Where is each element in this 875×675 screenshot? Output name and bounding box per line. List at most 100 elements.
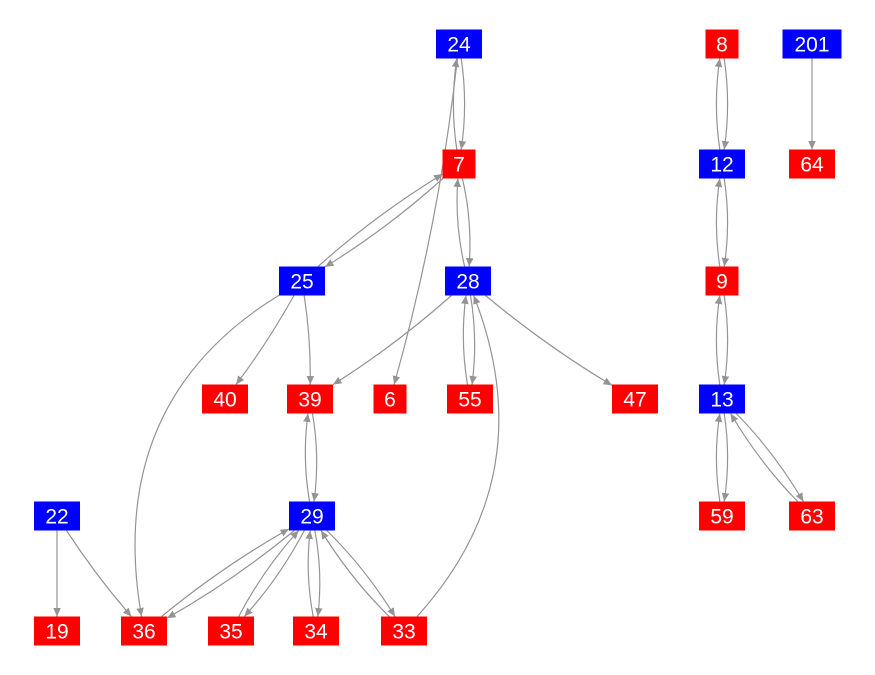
graph-node-13: 13 xyxy=(699,384,745,414)
graph-node-35: 35 xyxy=(208,616,254,646)
graph-node-34: 34 xyxy=(293,616,339,646)
graph-node-33: 33 xyxy=(381,616,427,646)
graph-edge-36-29 xyxy=(161,528,290,617)
graph-node-6: 6 xyxy=(373,384,407,414)
node-box-47 xyxy=(612,384,658,414)
graph-node-7: 7 xyxy=(442,149,476,179)
graph-edge-28-47 xyxy=(485,295,613,386)
node-label-59: 59 xyxy=(710,506,733,529)
node-label-9: 9 xyxy=(716,271,728,294)
graph-edge-25-7 xyxy=(317,173,443,267)
node-label-63: 63 xyxy=(800,506,823,529)
node-label-25: 25 xyxy=(290,271,313,294)
graph-edge-25-40 xyxy=(235,295,295,385)
graph-edge-39-29 xyxy=(311,413,319,502)
graph-edge-29-33 xyxy=(326,530,396,617)
node-label-28: 28 xyxy=(456,271,479,294)
graph-edge-29-39 xyxy=(303,413,311,502)
graph-edge-7-25 xyxy=(324,178,444,268)
node-box-13 xyxy=(699,384,745,414)
node-label-33: 33 xyxy=(392,621,415,644)
node-box-35 xyxy=(208,616,254,646)
node-label-24: 24 xyxy=(447,34,471,57)
node-box-19 xyxy=(34,616,80,646)
graph-edge-25-39 xyxy=(303,295,315,385)
node-label-40: 40 xyxy=(213,389,236,412)
graph-edge-63-13 xyxy=(730,413,799,502)
graph-edge-13-63 xyxy=(735,413,804,502)
node-box-40 xyxy=(202,384,248,414)
graph-node-29: 29 xyxy=(289,501,335,531)
graph-node-40: 40 xyxy=(202,384,248,414)
graph-node-201: 201 xyxy=(782,29,842,59)
graph-node-28: 28 xyxy=(445,266,491,296)
graph-node-63: 63 xyxy=(789,501,835,531)
graph-node-36: 36 xyxy=(121,616,167,646)
node-label-39: 39 xyxy=(298,389,321,412)
graph-edge-29-34 xyxy=(314,530,323,617)
graph-edge-8-12 xyxy=(721,58,730,150)
graph-edge-25-36 xyxy=(134,294,280,617)
node-label-22: 22 xyxy=(45,506,68,529)
graph-edge-12-8 xyxy=(714,58,723,150)
graph-node-24: 24 xyxy=(436,29,482,59)
graph-edge-7-28 xyxy=(461,178,474,267)
graph-edge-29-35 xyxy=(243,530,305,617)
node-label-35: 35 xyxy=(219,621,242,644)
node-box-9 xyxy=(705,266,739,296)
node-box-55 xyxy=(447,384,493,414)
node-label-6: 6 xyxy=(384,389,396,412)
node-box-22 xyxy=(34,501,80,531)
graph-edge-34-29 xyxy=(305,530,314,617)
node-label-13: 13 xyxy=(710,389,733,412)
graph-node-12: 12 xyxy=(699,149,745,179)
node-box-6 xyxy=(373,384,407,414)
graph-edge-28-39 xyxy=(332,295,452,386)
graph-edge-12-9 xyxy=(721,178,730,267)
node-label-47: 47 xyxy=(623,389,646,412)
node-box-59 xyxy=(699,501,745,531)
graph-node-8: 8 xyxy=(705,29,739,59)
graph-node-59: 59 xyxy=(699,501,745,531)
graph-edge-28-7 xyxy=(453,178,466,267)
graph-node-55: 55 xyxy=(447,384,493,414)
nodes-layer: 24 7 25 28 40 39 6 55 47 22 29 19 36 35 34 33 8 201 12 64 9 1… xyxy=(34,29,842,646)
node-box-63 xyxy=(789,501,835,531)
node-box-28 xyxy=(445,266,491,296)
graph-edge-28-55 xyxy=(469,295,477,385)
node-box-36 xyxy=(121,616,167,646)
graph-edge-29-36 xyxy=(166,530,295,619)
node-label-29: 29 xyxy=(300,506,323,529)
node-label-34: 34 xyxy=(304,621,328,644)
node-box-8 xyxy=(705,29,739,59)
node-box-34 xyxy=(293,616,339,646)
graph-edge-35-29 xyxy=(238,530,300,617)
node-box-24 xyxy=(436,29,482,59)
node-label-55: 55 xyxy=(458,389,481,412)
graph-edge-24-6 xyxy=(392,58,458,385)
graph-edge-7-24 xyxy=(451,58,460,150)
node-box-33 xyxy=(381,616,427,646)
node-box-12 xyxy=(699,149,745,179)
graph-edge-13-9 xyxy=(714,295,723,385)
node-label-201: 201 xyxy=(794,34,829,57)
node-label-64: 64 xyxy=(800,154,824,177)
node-box-25 xyxy=(279,266,325,296)
graph-node-64: 64 xyxy=(789,149,835,179)
graph-node-25: 25 xyxy=(279,266,325,296)
node-label-19: 19 xyxy=(45,621,68,644)
node-label-8: 8 xyxy=(716,34,728,57)
graph-edge-13-59 xyxy=(721,413,730,502)
node-label-36: 36 xyxy=(132,621,155,644)
node-box-64 xyxy=(789,149,835,179)
graph-node-47: 47 xyxy=(612,384,658,414)
graph-edge-55-28 xyxy=(461,295,469,385)
graph-edge-59-13 xyxy=(714,413,723,502)
graph-node-22: 22 xyxy=(34,501,80,531)
edges-layer xyxy=(53,58,816,619)
graph-node-9: 9 xyxy=(705,266,739,296)
graph-node-39: 39 xyxy=(287,384,333,414)
node-box-201 xyxy=(782,29,842,59)
